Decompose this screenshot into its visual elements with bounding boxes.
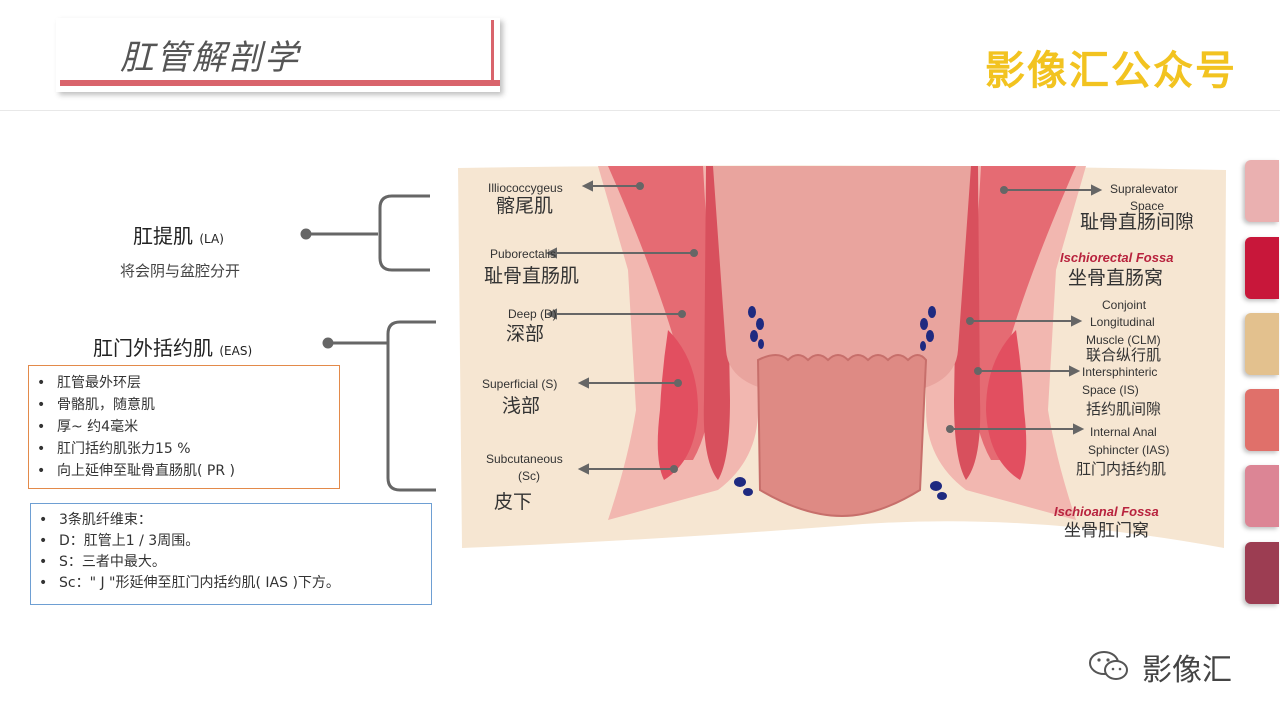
- label-illiococcygeus-en: Illiococcygeus: [488, 181, 563, 195]
- label-arrows: [545, 180, 1103, 475]
- label-subcutaneous-en: Subcutaneous: [486, 452, 563, 466]
- label-superficial-en: Superficial (S): [482, 377, 557, 391]
- eas-bullet: 肛管最外环层: [37, 372, 339, 394]
- label-subcutaneous-en2: (Sc): [518, 469, 540, 483]
- right-labels: Supralevator Space 耻骨直肠间隙 Ischiorectal F…: [1054, 182, 1194, 540]
- label-supralevator-zh: 耻骨直肠间隙: [1080, 211, 1194, 233]
- eas-heading: 肛门外括约肌 (EAS): [93, 332, 252, 361]
- label-deep-zh: 深部: [506, 323, 544, 345]
- eas-connector-dot: [322, 337, 334, 349]
- label-ias-zh: 肛门内括约肌: [1076, 461, 1166, 478]
- label-is-zh: 括约肌间隙: [1086, 401, 1161, 418]
- label-is-en2: Space (IS): [1082, 383, 1139, 397]
- la-title: 肛提肌: [133, 224, 193, 248]
- la-subtitle: 将会阴与盆腔分开: [120, 262, 241, 280]
- title-box: [56, 18, 500, 92]
- la-bracket: [378, 194, 430, 272]
- label-illiococcygeus-zh: 髂尾肌: [496, 195, 553, 217]
- eas-bullet: 厚~ 约4毫米: [37, 416, 339, 438]
- label-deep-en: Deep (D): [508, 307, 557, 321]
- fiber-bundles-box: 3条肌纤维束： D：肛管上1 / 3周围。 S：三者中最大。 Sc：" J "形…: [30, 503, 432, 605]
- eas-bullet: 骨骼肌，随意肌: [37, 394, 339, 416]
- left-labels: Illiococcygeus 髂尾肌 Puborectalis 耻骨直肠肌 De…: [482, 181, 579, 513]
- side-tab-6[interactable]: [1245, 542, 1279, 604]
- label-supralevator-en: Supralevator: [1110, 182, 1178, 196]
- label-clm-en2: Longitudinal: [1090, 315, 1155, 329]
- side-tab-1[interactable]: [1245, 160, 1279, 222]
- label-subcutaneous-zh: 皮下: [494, 491, 532, 513]
- side-tab-2[interactable]: [1245, 237, 1279, 299]
- eas-bracket: [386, 320, 436, 492]
- label-supralevator-en2: Space: [1130, 199, 1164, 213]
- brand-label: 影像汇公众号: [985, 48, 1237, 94]
- side-tab-5[interactable]: [1245, 465, 1279, 527]
- label-ias-en2: Sphincter (IAS): [1088, 443, 1169, 457]
- fiber-bullet: S：三者中最大。: [39, 552, 431, 573]
- title-accent-right: [491, 20, 494, 82]
- label-clm-en: Conjoint: [1102, 298, 1147, 312]
- la-abbr: (LA): [199, 232, 224, 246]
- label-ischiorectal-en: Ischiorectal Fossa: [1060, 250, 1173, 265]
- anal-canal-diagram: Illiococcygeus 髂尾肌 Puborectalis 耻骨直肠肌 De…: [458, 165, 1226, 548]
- label-is-en: Intersphinteric: [1082, 365, 1157, 379]
- left-external-sphincter: [657, 330, 698, 480]
- side-tab-4[interactable]: [1245, 389, 1279, 451]
- watermark-text: 影像汇: [1142, 653, 1232, 688]
- connector-brackets: [300, 194, 436, 492]
- rectum-lumen: [713, 166, 971, 390]
- label-clm-zh: 联合纵行肌: [1086, 347, 1161, 364]
- fiber-bullet: 3条肌纤维束：: [39, 510, 431, 531]
- label-puborectalis-en: Puborectalis: [490, 247, 556, 261]
- vessels: [734, 306, 947, 500]
- side-tab-3[interactable]: [1245, 313, 1279, 375]
- page-title: 肛管解剖学: [120, 38, 300, 78]
- la-heading: 肛提肌 (LA): [133, 220, 224, 249]
- la-connector-dot: [300, 228, 312, 240]
- fiber-bullet: D：肛管上1 / 3周围。: [39, 531, 431, 552]
- label-ischiorectal-zh: 坐骨直肠窝: [1068, 267, 1163, 289]
- label-ischioanal-zh: 坐骨肛门窝: [1064, 521, 1149, 540]
- label-clm-en3: Muscle (CLM): [1086, 333, 1161, 347]
- label-superficial-zh: 浅部: [502, 395, 540, 417]
- eas-bullet: 向上延伸至耻骨直肠肌( PR ): [37, 460, 339, 482]
- header-divider: [0, 110, 1280, 111]
- right-external-sphincter: [986, 330, 1027, 480]
- eas-features-box: 肛管最外环层 骨骼肌，随意肌 厚~ 约4毫米 肛门括约肌张力15 % 向上延伸至…: [28, 365, 340, 489]
- anal-canal: [756, 354, 928, 518]
- title-accent-bottom: [60, 80, 500, 86]
- eas-title: 肛门外括约肌: [93, 336, 213, 360]
- label-puborectalis-zh: 耻骨直肠肌: [484, 265, 579, 287]
- label-ias-en: Internal Anal: [1090, 425, 1157, 439]
- label-ischioanal-en: Ischioanal Fossa: [1054, 504, 1159, 519]
- fiber-bullet: Sc：" J "形延伸至肛门内括约肌( IAS )下方。: [39, 573, 431, 594]
- eas-abbr: (EAS): [219, 344, 253, 358]
- wechat-icon: [1089, 651, 1128, 680]
- eas-bullet: 肛门括约肌张力15 %: [37, 438, 339, 460]
